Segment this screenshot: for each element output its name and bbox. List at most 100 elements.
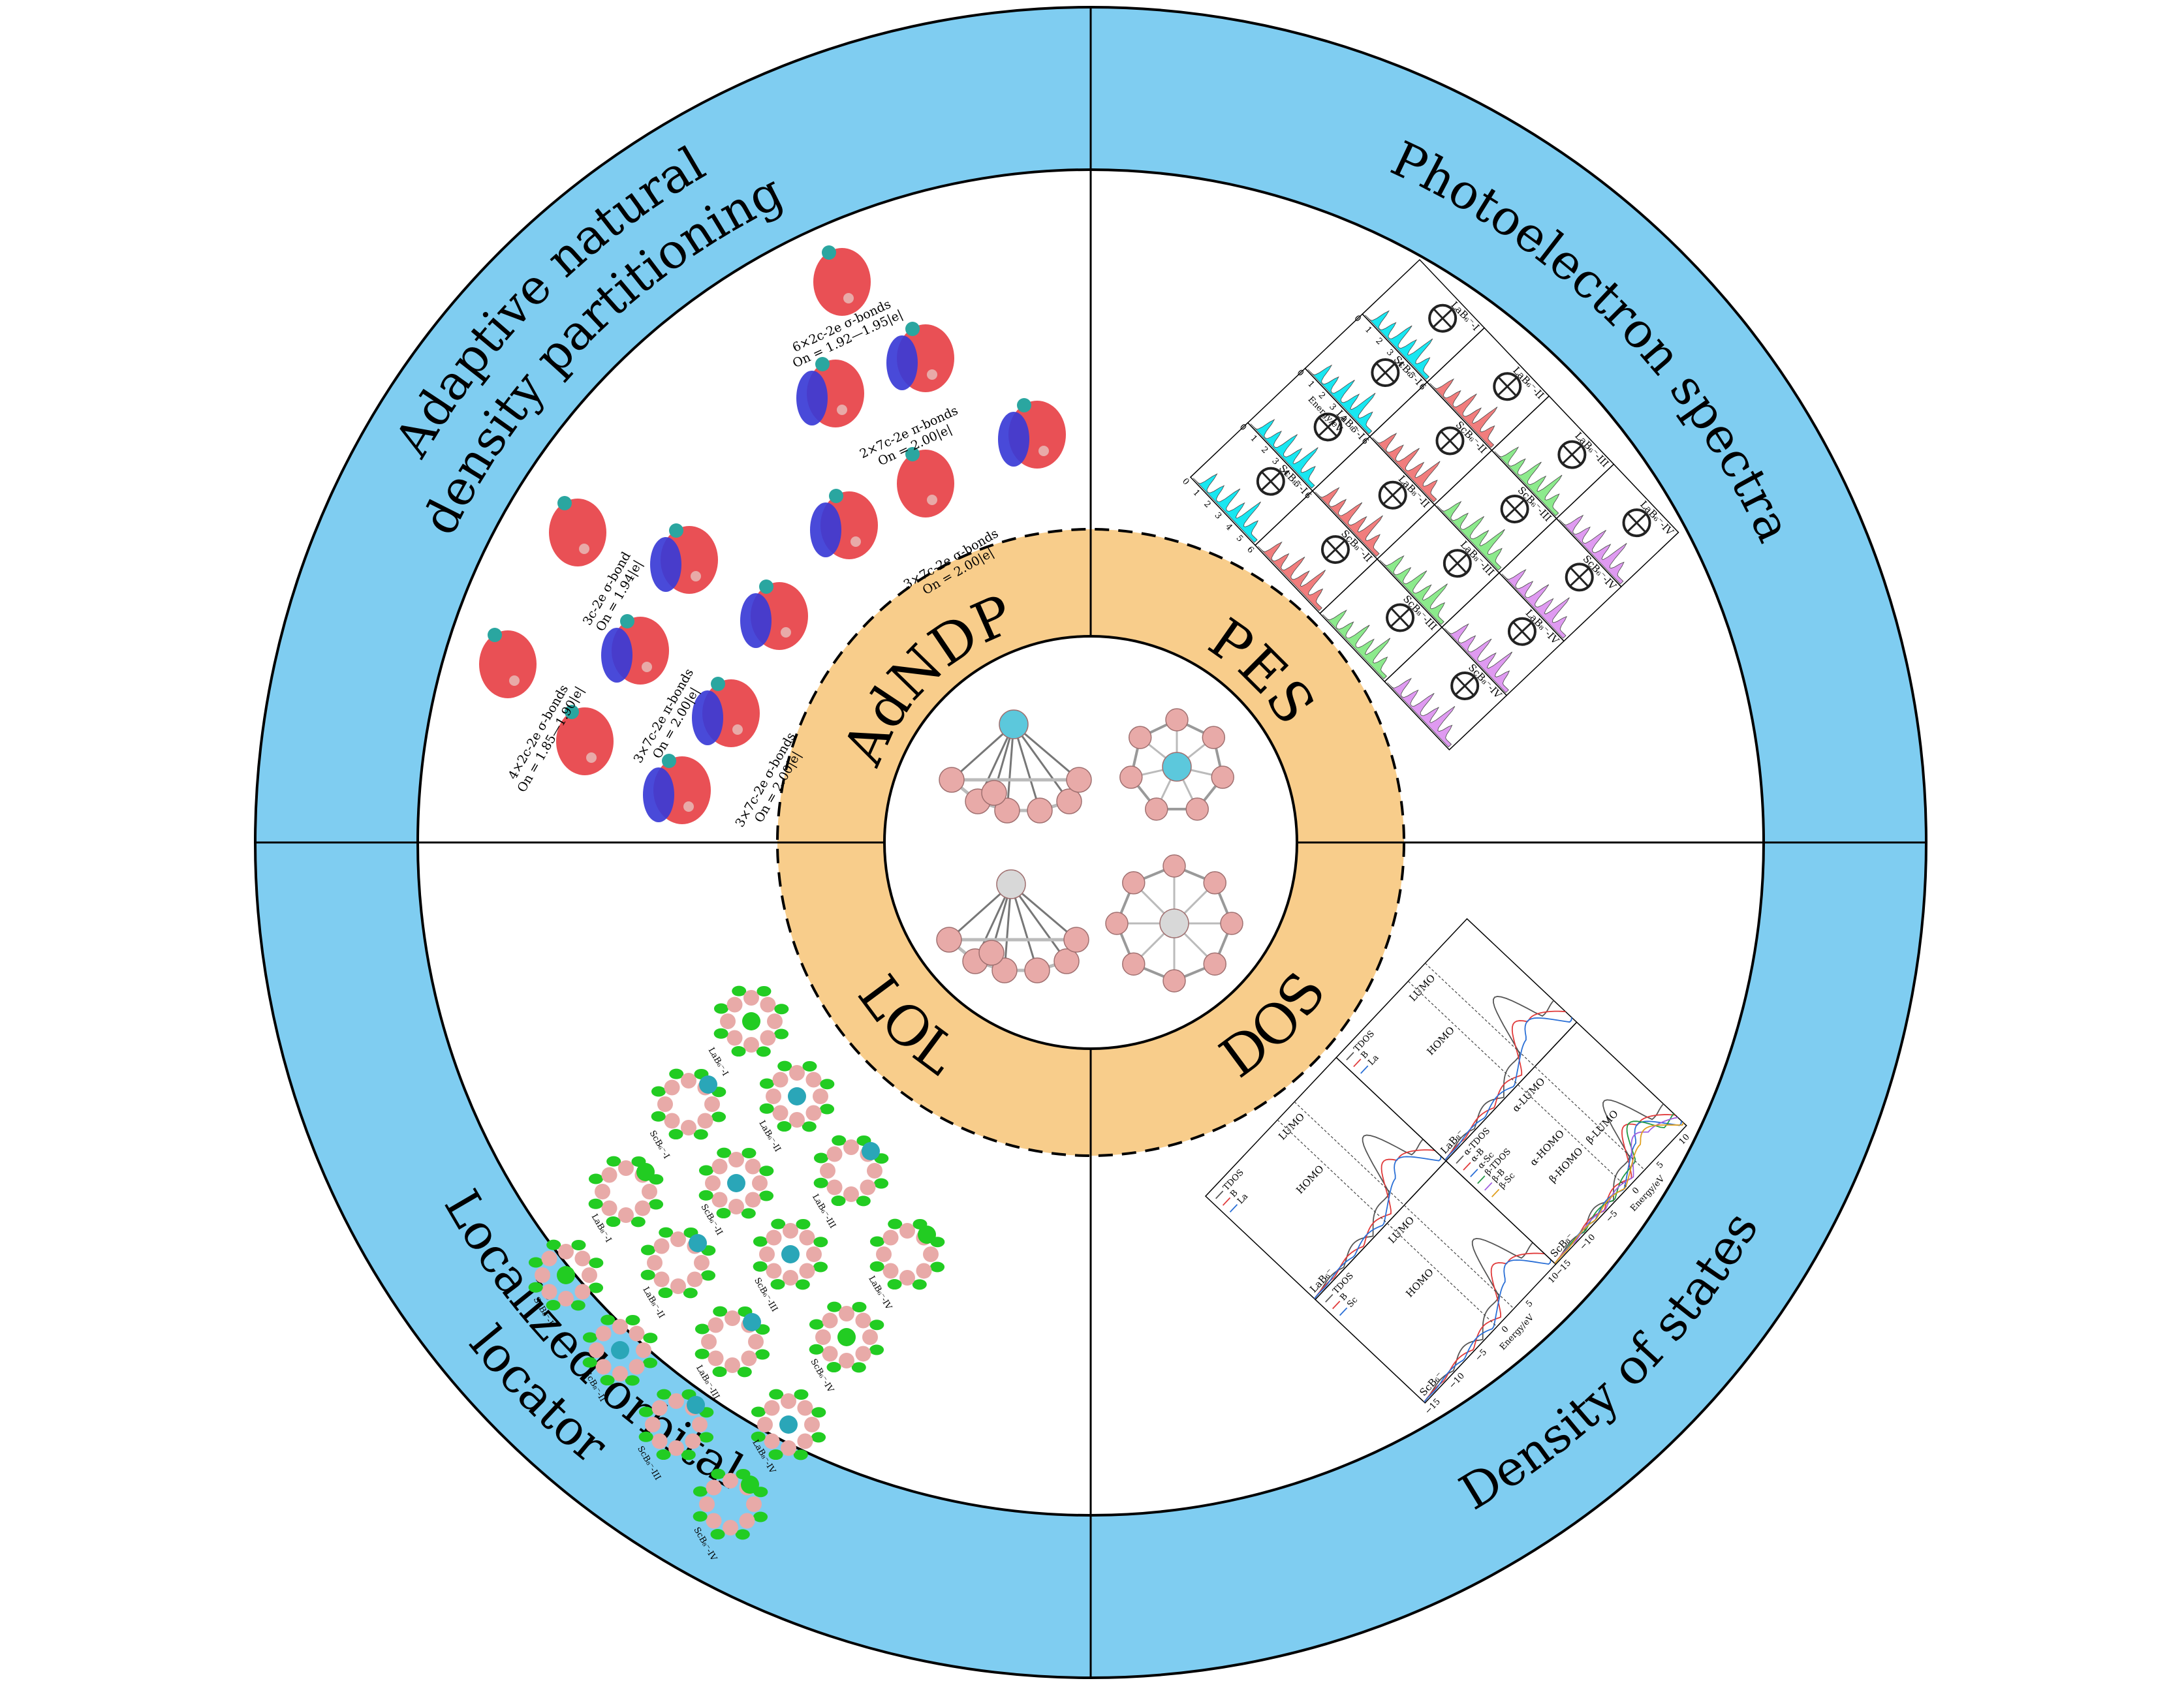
boron-atom	[855, 1346, 871, 1362]
lol-basin	[528, 1257, 543, 1268]
metal-atom	[837, 1328, 856, 1346]
boron-atom	[745, 1158, 761, 1175]
lol-basin	[710, 1529, 725, 1540]
boron-atom	[820, 1163, 835, 1179]
boron-atom	[645, 1417, 661, 1432]
legend-swatch	[1360, 1065, 1369, 1074]
boron-atom	[743, 1037, 759, 1053]
metal-atom	[781, 1245, 800, 1263]
lol-basin	[713, 1306, 728, 1317]
pes-spectrum-fill	[1322, 610, 1391, 679]
boron-atom	[766, 1263, 782, 1279]
bond	[1010, 884, 1068, 962]
orbital-isosurface	[549, 496, 606, 566]
boron-atom	[994, 797, 1020, 824]
lol-basin	[756, 1046, 771, 1057]
boron-atom	[595, 1359, 612, 1375]
lumo-marker	[1535, 1066, 1646, 1171]
boron-atom	[781, 1440, 796, 1456]
lumo-marker	[1403, 1205, 1514, 1309]
lol-basin	[582, 1332, 597, 1343]
boron-atom	[882, 1263, 899, 1279]
pes-spectrum-fill	[1501, 569, 1570, 639]
boron-atom	[634, 1200, 651, 1216]
lol-basin	[794, 1389, 809, 1400]
boron-atom	[706, 1479, 722, 1496]
boron-atom	[1162, 854, 1186, 878]
molecule-top-left	[939, 709, 1092, 824]
lol-basin	[693, 1511, 708, 1522]
boron-atom	[783, 1270, 798, 1286]
pes-spectrum-fill	[1437, 501, 1505, 571]
pes-spectrum-fill	[1250, 418, 1318, 489]
orbital-lobe-positive	[479, 630, 537, 698]
boron-atom	[711, 1192, 728, 1208]
pes-spectrum-fill	[1193, 473, 1261, 543]
metal-atom	[996, 869, 1026, 899]
metal-atom	[620, 614, 634, 628]
lol-basin	[759, 1103, 774, 1114]
lol-basin	[930, 1261, 945, 1273]
lol-basin	[638, 1431, 653, 1442]
orbital-lobe-negative	[796, 371, 828, 425]
metal-atom	[788, 1087, 806, 1105]
boron-atom	[882, 1229, 899, 1246]
lol-basin	[852, 1301, 867, 1312]
boron-atom	[601, 1200, 617, 1216]
cluster-bond	[1439, 431, 1461, 451]
boron-atom	[699, 1496, 715, 1512]
boron-atom	[978, 940, 1005, 966]
metal-atom	[999, 709, 1029, 739]
boron-atom	[981, 780, 1007, 806]
boron-atom	[843, 1186, 859, 1202]
boron-atom	[876, 1246, 892, 1262]
cluster-bond	[1325, 540, 1346, 559]
boron-atom	[670, 1278, 686, 1294]
boron-atom	[766, 1089, 781, 1104]
lol-basin	[813, 1237, 828, 1248]
lol-basin	[751, 1431, 766, 1442]
boron-atom	[927, 369, 937, 380]
lol-basin	[832, 1135, 847, 1146]
lol-basin	[570, 1300, 585, 1311]
orbital-isosurface	[810, 489, 878, 559]
boron-atom	[612, 1366, 628, 1382]
boron-atom	[1024, 957, 1050, 983]
boron-atom	[732, 724, 743, 735]
boron-atom	[687, 1271, 703, 1288]
orbital-lobe-negative	[643, 767, 674, 822]
boron-atom	[1202, 726, 1226, 749]
lol-basin	[640, 1269, 655, 1280]
center-molecules	[936, 708, 1243, 993]
lol-basin	[820, 1079, 835, 1090]
boron-atom	[746, 1496, 762, 1512]
lol-basin	[711, 1468, 726, 1479]
lol-basin	[649, 1199, 664, 1210]
lol-basin	[694, 1348, 710, 1359]
boron-atom	[781, 1393, 796, 1409]
boron-atom	[1220, 912, 1243, 935]
lol-basin	[769, 1389, 784, 1400]
metal-atom	[565, 705, 579, 719]
boron-atom	[799, 1229, 815, 1246]
metal-atom	[699, 1075, 717, 1094]
lol-isosurface: ScB₆⁻-I	[647, 1068, 726, 1161]
lol-basin	[869, 1344, 884, 1355]
lol-basin	[712, 1366, 727, 1378]
boron-atom	[668, 1393, 684, 1409]
lol-basin	[741, 1208, 756, 1219]
boron-atom	[799, 1263, 815, 1279]
boron-atom	[862, 1329, 878, 1345]
boron-atom	[916, 1263, 932, 1279]
lol-basin	[755, 1349, 770, 1360]
lol-basin	[759, 1166, 774, 1177]
pes-grid: LaB₆⁻-ILaB₆⁻-IILaB₆⁻-IIILaB₆⁻-IVScB₆⁻-IS…	[1180, 258, 1679, 751]
legend-swatch	[1215, 1190, 1224, 1199]
metal-atom	[636, 1163, 655, 1181]
lol-basin	[589, 1282, 604, 1293]
cluster-bond	[1561, 444, 1582, 465]
boron-atom	[653, 1238, 670, 1254]
boron-atom	[839, 1353, 854, 1368]
orbital-isosurface	[692, 677, 760, 747]
metal-atom	[742, 1012, 760, 1030]
